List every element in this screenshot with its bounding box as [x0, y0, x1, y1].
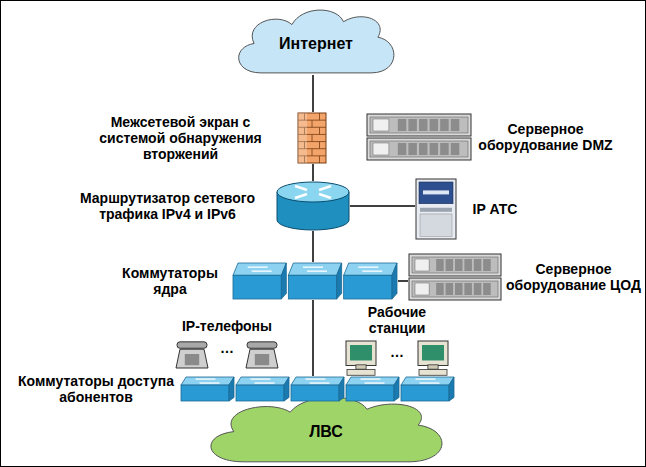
firewall-icon [297, 112, 327, 164]
node-label: IP АТС [465, 201, 525, 217]
switch-stack-icon [232, 262, 398, 300]
node-label: Серверное оборудование ЦОД [506, 261, 641, 293]
network-link [350, 205, 415, 207]
internet-cloud: Интернет [230, 5, 402, 75]
node-label: IP-телефоны [162, 318, 292, 334]
network-link [312, 231, 314, 262]
core-switch-node: Коммутаторы ядра [232, 262, 398, 300]
network-link [398, 280, 408, 282]
router-icon [276, 181, 350, 231]
dmz-server-node: Серверное оборудование DMZ [366, 113, 472, 161]
ellipsis-label: … [220, 340, 234, 356]
access-switch-node: Коммутаторы доступа абонентов [180, 376, 455, 402]
lan-cloud: ЛВС [198, 392, 454, 464]
firewall-node: Межсетевой экран с системой обнаружения … [297, 112, 327, 164]
workstation-node: Рабочие станции… [342, 340, 452, 376]
ip-pbx-icon [415, 178, 457, 240]
ip-pbx-node: IP АТС [415, 178, 457, 240]
server-rack-icon [408, 253, 502, 301]
switch-stack-icon [180, 376, 455, 402]
node-label: Рабочие станции [347, 304, 447, 336]
node-label: Коммутаторы доступа абонентов [16, 373, 176, 405]
node-label: Коммутаторы ядра [114, 265, 226, 297]
network-link [312, 75, 314, 112]
network-link [312, 300, 314, 376]
node-label: ЛВС [251, 423, 401, 441]
node-label: Межсетевой экран с системой обнаружения … [78, 114, 283, 162]
node-label: Серверное оборудование DMZ [478, 121, 613, 153]
server-rack-icon [366, 113, 472, 161]
ip-phone-node: IP-телефоны… [172, 338, 282, 370]
router-node: Маршрутизатор сетевого трафика IPv4 и IP… [276, 181, 350, 231]
dc-server-node: Серверное оборудование ЦОД [408, 253, 502, 301]
node-label: Маршрутизатор сетевого трафика IPv4 и IP… [65, 190, 270, 222]
network-link [312, 164, 314, 181]
node-label: Интернет [236, 35, 396, 53]
ellipsis-label: … [390, 344, 404, 360]
